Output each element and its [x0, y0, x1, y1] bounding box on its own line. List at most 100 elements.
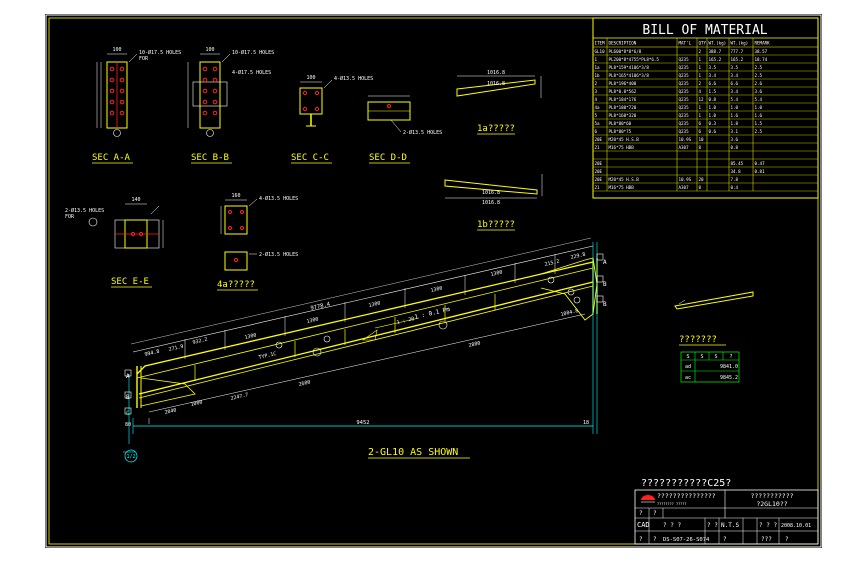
bom-cell: 2 — [595, 81, 598, 86]
svg-text:???????? ?????: ???????? ????? — [657, 502, 687, 506]
svg-text:S: S — [714, 354, 717, 360]
bom-cell: Q235 — [679, 81, 690, 86]
svg-text:2008.10.01: 2008.10.01 — [781, 523, 811, 529]
detail-1a: 1016.8 1016.8 1a????? — [456, 70, 542, 135]
bom-cell: 1 — [595, 57, 598, 62]
svg-text:9845.2: 9845.2 — [720, 375, 738, 381]
bom-cell: 2 — [699, 49, 702, 54]
svg-text:160: 160 — [231, 193, 240, 199]
section-b-b: 100 10-Ø17.5 HOLES 4-Ø17.5 HOLES SEC B-B — [187, 47, 274, 164]
bom-cell: 777.7 — [731, 49, 744, 54]
bom-cell: 3.4 — [731, 89, 739, 94]
title-block: ???????????C25? ?????????????? ? ????????… — [634, 478, 819, 545]
bom-cell: 7.8 — [731, 177, 739, 182]
svg-text:B: B — [603, 281, 607, 288]
svg-text:? ? ?: ? ? ? — [759, 522, 777, 529]
bom-cell: 1.0 — [755, 105, 763, 110]
bom-cell: 0.6 — [709, 129, 717, 134]
beam-elevation: 1/2 A B C A B B 9778.4 130 — [123, 237, 607, 463]
bom-cell: 1 — [699, 73, 702, 78]
svg-text:N.T.S: N.T.S — [721, 522, 739, 529]
section-c-c: 100 4-Ø13.5 HOLES SEC C-C — [291, 75, 373, 164]
svg-text:18: 18 — [583, 420, 589, 426]
bom-cell: M20*45 H.S.B — [609, 177, 640, 182]
beam-top-total: 9778.4 — [310, 301, 331, 311]
bom-cell: PL8*160*320 — [609, 113, 637, 118]
bom-cell: 3.5 — [709, 65, 717, 70]
section-e-label: SEC E-E — [111, 277, 149, 287]
bom-header-cell: MAT'L — [679, 41, 692, 46]
grid-bubble — [124, 449, 138, 463]
svg-text:ac: ac — [685, 375, 691, 381]
bom-cell: 6.6 — [709, 81, 717, 86]
bom-cell: 0.47 — [755, 161, 766, 166]
detail-4a-plate — [224, 205, 248, 235]
svg-text:100: 100 — [306, 75, 315, 81]
svg-text:215.2: 215.2 — [544, 259, 560, 268]
bom-cell: PL8*184*176 — [609, 97, 637, 102]
bom-header-cell: WT.(kg) — [731, 41, 749, 46]
bom-cell: 3.6 — [731, 137, 739, 142]
bom-cell: 388.7 — [709, 49, 722, 54]
drawing-title: ??????????? — [750, 492, 793, 500]
bom-cell: 1.8 — [731, 121, 739, 126]
bom-cell: 21 — [595, 145, 601, 150]
bom-cell: M20*45 H.S.B — [609, 137, 640, 142]
svg-text:1300: 1300 — [490, 269, 503, 278]
bom-cell: 4a — [595, 105, 601, 110]
svg-text:271.9: 271.9 — [168, 344, 184, 353]
inner-frame — [48, 17, 819, 545]
svg-text:994.8: 994.8 — [144, 349, 160, 358]
bom-header-cell: WT.(kg) — [709, 41, 727, 46]
company-logo-icon — [641, 495, 655, 500]
section-d-d: 2-Ø13.5 HOLES SEC D-D — [367, 95, 442, 164]
bom-cell: 165.2 — [709, 57, 722, 62]
svg-text:?: ? — [639, 510, 643, 517]
bom-cell: 0.81 — [755, 169, 766, 174]
bom-cell: 3.5 — [731, 65, 739, 70]
bom-cell: 21 — [595, 185, 601, 190]
bom-cell: 3.1 — [731, 129, 739, 134]
svg-text:S: S — [686, 354, 689, 360]
bom-header-cell: ITEM — [595, 41, 606, 46]
svg-text:9841.0: 9841.0 — [720, 364, 738, 370]
svg-text:100: 100 — [112, 47, 121, 53]
bom-cell: PL8*80*60 — [609, 121, 632, 126]
beam-top-flange — [136, 261, 594, 375]
svg-text:C: C — [126, 410, 130, 417]
bom-cell: 1.6 — [731, 113, 739, 118]
bom-cell: PL8*0.0*562 — [609, 89, 637, 94]
detail-1a-shape — [456, 79, 536, 97]
svg-text:229.8: 229.8 — [570, 252, 586, 261]
bom-cell: PL200*8*4755*PL8*6.5 — [609, 57, 660, 62]
bom-cell: PL8*196*400 — [609, 81, 637, 86]
bom-cell: 4 — [699, 89, 702, 94]
bom-cell: 6 — [699, 121, 702, 126]
svg-text:?: ? — [639, 536, 643, 543]
svg-text:2-Ø13.5 HOLES: 2-Ø13.5 HOLES — [403, 129, 442, 136]
detail-1a-label: 1a????? — [477, 124, 515, 134]
svg-text:? ?: ? ? — [707, 522, 718, 529]
bom-cell: 3.4 — [709, 73, 717, 78]
project-name: ???????????C25? — [641, 478, 731, 489]
bom-cell: 1.0 — [709, 113, 717, 118]
svg-text:?: ? — [653, 536, 657, 543]
drawing-number: DS-S07-26-S074 — [663, 537, 710, 543]
bom-cell: 20 — [699, 177, 705, 182]
svg-text:? ? ?: ? ? ? — [663, 522, 681, 529]
bom-cell: 1a — [595, 65, 601, 70]
section-d-label: SEC D-D — [369, 153, 407, 163]
bom-cell: 1.0 — [731, 105, 739, 110]
svg-text:2040: 2040 — [164, 407, 177, 416]
bom-cell: 20E — [595, 169, 603, 174]
bom-cell: 4 — [595, 97, 598, 102]
bom-cell: 1b — [595, 73, 601, 78]
bom-cell: 2.5 — [755, 65, 763, 70]
svg-text:1016.8: 1016.8 — [487, 70, 505, 76]
bom-cell: Q235 — [679, 89, 690, 94]
detail-1b-shape — [444, 179, 538, 195]
bom-cell: 0.8 — [709, 97, 717, 102]
